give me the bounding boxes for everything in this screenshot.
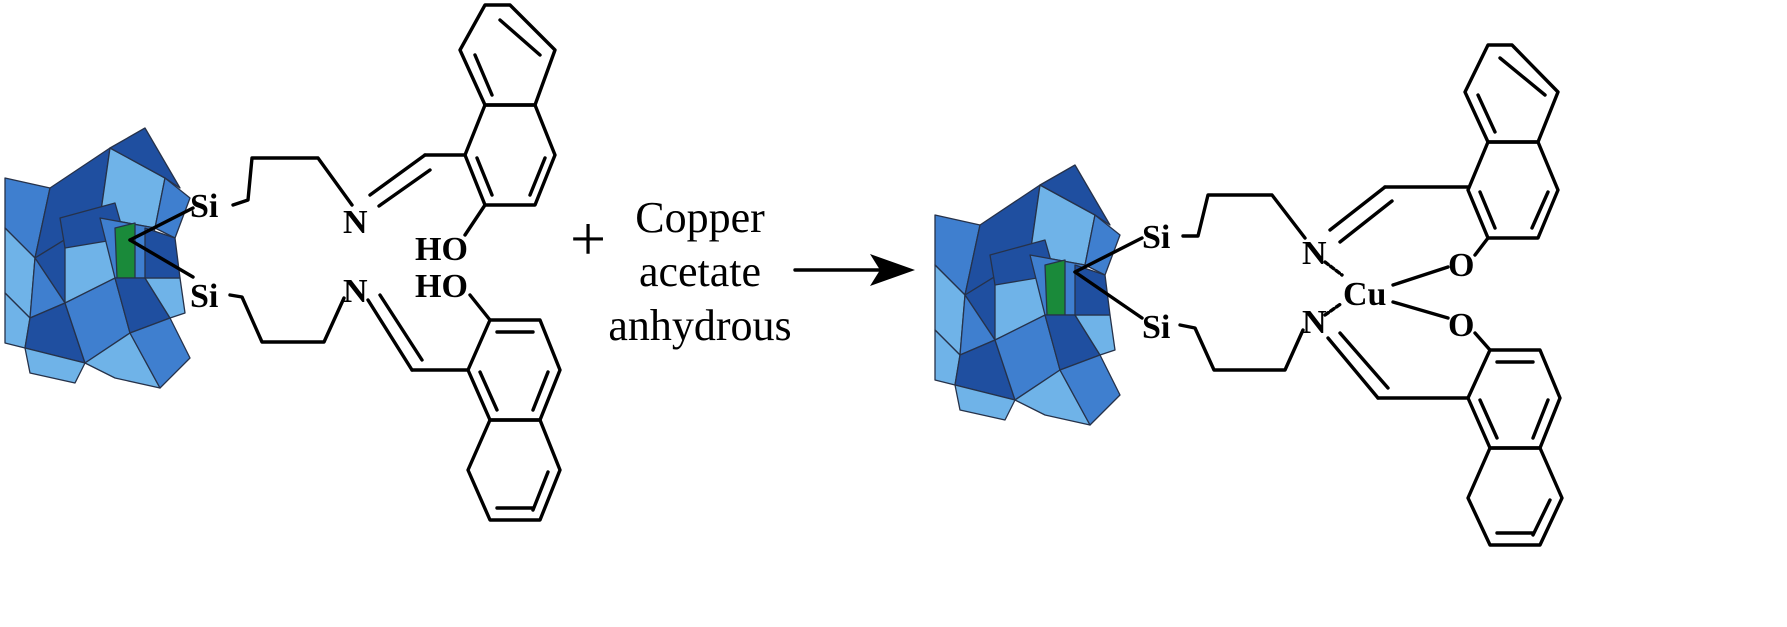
- reagent-line-2: acetate: [639, 247, 761, 296]
- reaction-arrow-icon: [793, 254, 915, 286]
- reactant-molecule: Si Si N N HO HO: [4, 3, 562, 522]
- reagent-line-3: anhydrous: [608, 301, 791, 350]
- atom-label-ho: HO: [415, 268, 468, 305]
- upper-naphthalene-ring: [1463, 43, 1560, 257]
- atom-label-si: Si: [190, 188, 218, 225]
- upper-naphthalene-ring: [458, 3, 557, 237]
- atom-label-n: N: [343, 204, 368, 241]
- atom-label-si: Si: [1142, 309, 1170, 346]
- atom-label-n: N: [343, 273, 368, 310]
- atom-label-n: N: [1302, 304, 1327, 341]
- atom-label-cu: Cu: [1343, 276, 1386, 313]
- plus-sign: +: [570, 203, 606, 274]
- polyoxometalate-cluster-icon: [934, 164, 1121, 426]
- atom-label-si: Si: [190, 278, 218, 315]
- reaction-conditions: + Copper acetate anhydrous: [570, 193, 915, 350]
- atom-label-o: O: [1448, 307, 1474, 344]
- atom-label-n: N: [1302, 235, 1327, 272]
- reagent-line-1: Copper: [635, 193, 765, 242]
- lower-naphthalene-ring: [466, 293, 562, 522]
- atom-label-si: Si: [1142, 219, 1170, 256]
- product-molecule: Si Si N N Cu O O: [934, 43, 1564, 547]
- lower-naphthalene-ring: [1466, 331, 1564, 547]
- atom-label-o: O: [1448, 247, 1474, 284]
- atom-label-ho: HO: [415, 231, 468, 268]
